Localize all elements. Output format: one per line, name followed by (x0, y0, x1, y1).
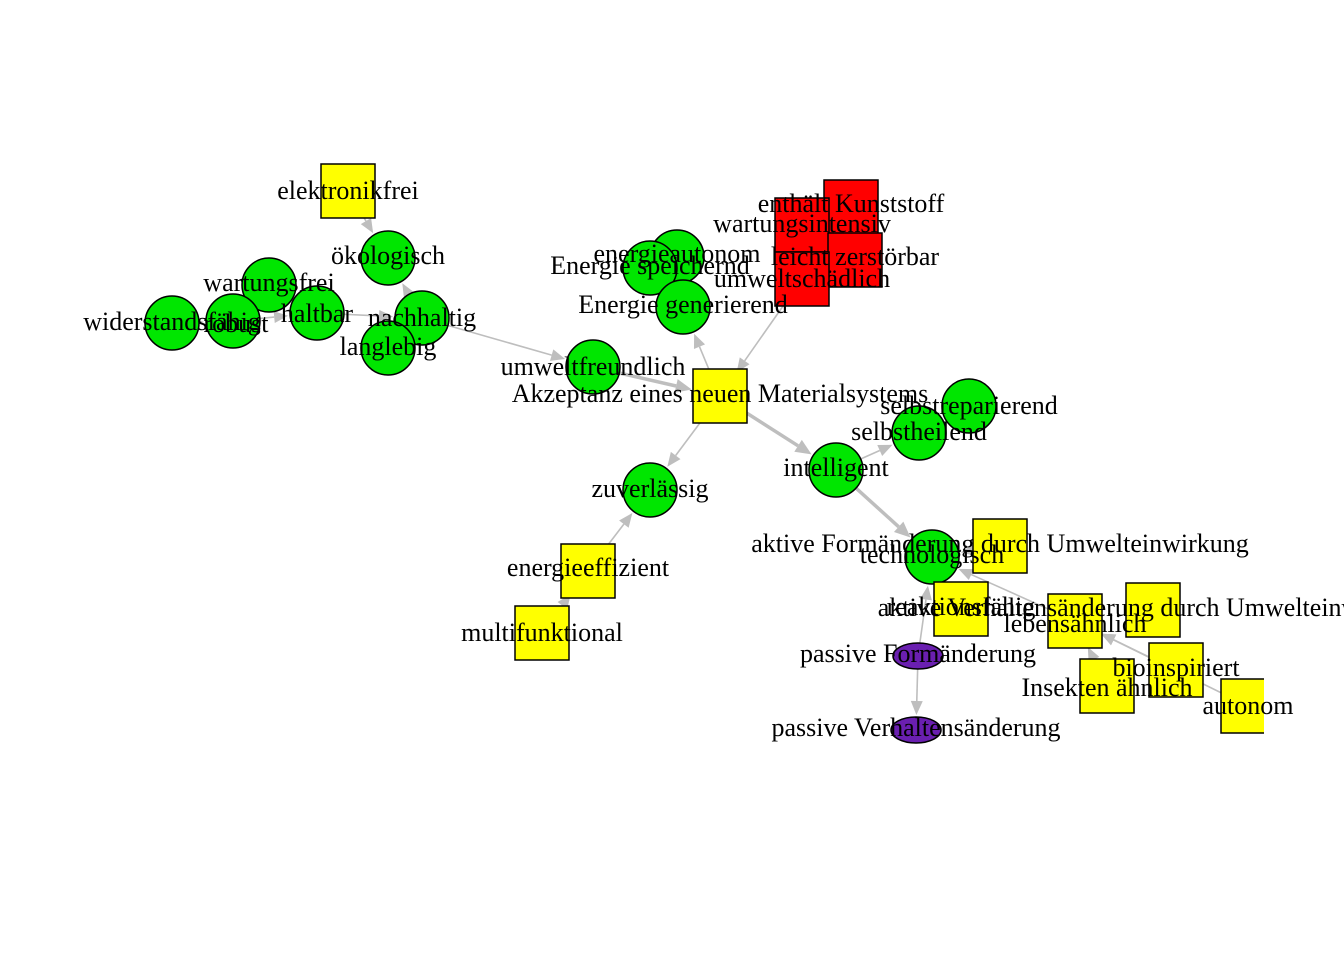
edge-arrowhead (619, 513, 633, 528)
node-haltbar[interactable] (289, 285, 345, 341)
node-reaktionsfaehig[interactable] (933, 581, 989, 637)
edge-arrowhead (920, 585, 932, 601)
node-akzeptanz[interactable] (692, 368, 748, 424)
node-label-passive-verhaltensaenderung: passive Verhaltensänderung (771, 713, 1060, 742)
node-oekologisch[interactable] (360, 230, 416, 286)
node-wartungsfrei[interactable] (241, 257, 297, 313)
node-robust[interactable] (205, 293, 261, 349)
edge-arrowhead (794, 439, 812, 455)
edge-arrowhead (693, 333, 706, 350)
node-label-leicht-zerstoerbar: leicht zerstörbar (771, 242, 940, 271)
node-label-akzeptanz: Akzeptanz eines neuen Materialsystems (512, 379, 929, 408)
node-umweltfreundlich[interactable] (565, 339, 621, 395)
node-selbstreparierend[interactable] (941, 378, 997, 434)
node-langlebig[interactable] (360, 320, 416, 376)
node-label-technologisch: technologisch (860, 540, 1004, 569)
node-label-umweltschaedlich: umweltschädlich (714, 264, 890, 293)
nodes-layer (144, 163, 1275, 744)
edge-arrowhead (674, 379, 692, 393)
node-label-oekologisch: ökologisch (331, 241, 445, 270)
node-label-multifunktional: multifunktional (461, 618, 623, 647)
node-label-nachhaltig: nachhaltig (368, 303, 476, 332)
node-label-widerstandsfaehig: widerstandsfähig (83, 307, 261, 336)
node-label-reaktionsfaehig: reaktionsfähig (887, 592, 1036, 621)
node-umweltschaedlich[interactable] (774, 251, 830, 307)
edge-arrowhead (273, 311, 289, 324)
node-label-haltbar: haltbar (281, 299, 354, 328)
node-aktive-verhaltensaenderung[interactable] (1125, 582, 1181, 638)
node-lebensaehnlich[interactable] (1047, 593, 1103, 649)
edge-arrowhead (893, 521, 911, 538)
edge-arrowhead (960, 544, 976, 557)
node-label-aktive-verhaltensaenderung: aktive Verhaltensänderung durch Umweltei… (878, 593, 1344, 622)
node-label-robust: robust (204, 309, 270, 338)
node-label-energieeffizient: energieeffizient (507, 553, 670, 582)
node-label-umweltfreundlich: umweltfreundlich (501, 352, 686, 381)
node-label-energie-speichernd: Energie speichernd (550, 251, 750, 280)
node-label-langlebig: langlebig (340, 332, 437, 361)
node-label-enthaelt-kunststoff: enthält Kunststoff (758, 189, 945, 218)
node-insekten-aehnlich[interactable] (1079, 658, 1135, 714)
edge-arrowhead (378, 309, 394, 322)
node-label-wartungsfrei: wartungsfrei (203, 268, 334, 297)
node-selbstheilend[interactable] (891, 405, 947, 461)
node-label-insekten-aehnlich: Insekten ähnlich (1021, 673, 1192, 702)
node-aktive-formaenderung[interactable] (972, 518, 1028, 574)
edge-arrowhead (360, 218, 374, 234)
node-label-elektronikfrei: elektronikfrei (277, 176, 419, 205)
node-multifunktional[interactable] (514, 605, 570, 661)
edge-arrowhead (910, 700, 923, 716)
node-passive-formaenderung[interactable] (892, 642, 944, 670)
edge-arrowhead (877, 444, 893, 456)
node-intelligent[interactable] (808, 442, 864, 498)
node-label-bioinspiriert: bioinspiriert (1112, 653, 1240, 682)
node-technologisch[interactable] (904, 529, 960, 585)
node-label-intelligent: intelligent (783, 453, 889, 482)
node-label-selbstreparierend: selbstreparierend (880, 391, 1058, 420)
node-energieeffizient[interactable] (560, 543, 616, 599)
edge-arrowhead (402, 283, 415, 299)
node-label-wartungsintensiv: wartungsintensiv (713, 209, 891, 238)
node-label-selbstheilend: selbstheilend (851, 417, 987, 446)
node-label-energie-generierend: Energie generierend (578, 290, 788, 319)
node-enthaelt-kunststoff[interactable] (823, 179, 879, 235)
node-energie-speichernd[interactable] (622, 240, 678, 296)
node-widerstandsfaehig[interactable] (144, 295, 200, 351)
edge-arrowhead (1101, 633, 1117, 646)
node-label-zuverlaessig: zuverlässig (592, 474, 709, 503)
edge-arrowhead (667, 451, 681, 467)
node-leicht-zerstoerbar[interactable] (827, 232, 883, 288)
node-label-passive-formaenderung: passive Formänderung (800, 639, 1036, 668)
node-label-aktive-formaenderung: aktive Formänderung durch Umwelteinwirku… (751, 529, 1249, 558)
edge-arrowhead (958, 568, 974, 581)
node-label-energieautonom: energieautonom (593, 239, 760, 268)
node-label-autonom: autonom (1203, 691, 1294, 720)
edge-arrowhead (550, 349, 566, 361)
node-autonom[interactable] (1220, 678, 1275, 734)
node-energie-generierend[interactable] (655, 279, 711, 335)
node-wartungsintensiv[interactable] (774, 197, 830, 253)
node-elektronikfrei[interactable] (320, 163, 376, 219)
node-zuverlaessig[interactable] (622, 462, 678, 518)
node-bioinspiriert[interactable] (1148, 642, 1204, 698)
node-label-lebensaehnlich: lebensähnlich (1004, 609, 1147, 638)
node-passive-verhaltensaenderung[interactable] (890, 716, 942, 744)
